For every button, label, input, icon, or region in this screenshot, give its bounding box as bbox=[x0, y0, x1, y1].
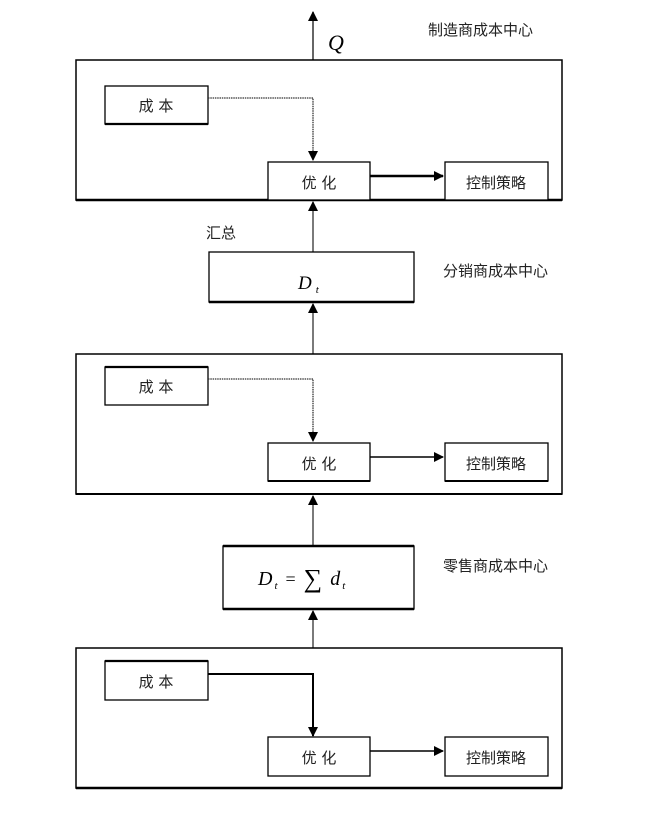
strategy-box: 控制策略 bbox=[444, 442, 549, 482]
retailer-center-label: 零售商成本中心 bbox=[443, 557, 548, 575]
retailer-cost-center: 成 本 优 化 控制策略 bbox=[75, 647, 563, 790]
svg-text:优 化: 优 化 bbox=[302, 174, 337, 192]
strategy-box: 控制策略 bbox=[444, 736, 549, 777]
svg-text:成 本: 成 本 bbox=[139, 378, 174, 396]
output-label-q: Q bbox=[328, 30, 344, 55]
manufacturer-cost-center: 成 本 优 化 控制策略 bbox=[75, 59, 563, 202]
cost-to-optimize-arrow bbox=[208, 673, 318, 737]
manufacturer-center-label: 制造商成本中心 bbox=[428, 21, 533, 39]
aggregate-label: 汇总 bbox=[206, 224, 236, 242]
optimize-box: 优 化 bbox=[267, 161, 371, 201]
svg-text:成 本: 成 本 bbox=[139, 97, 174, 115]
cost-to-optimize-arrow bbox=[208, 97, 318, 161]
optimize-box: 优 化 bbox=[267, 442, 371, 482]
distributor-center-label: 分销商成本中心 bbox=[443, 262, 548, 280]
svg-text:Dt: Dt bbox=[297, 273, 320, 296]
cost-box: 成 本 bbox=[104, 85, 209, 126]
svg-text:成 本: 成 本 bbox=[139, 673, 174, 691]
svg-text:Dt=∑dt: Dt=∑dt bbox=[257, 564, 346, 593]
cost-to-optimize-arrow bbox=[208, 378, 318, 442]
cost-box: 成 本 bbox=[104, 365, 209, 406]
svg-text:控制策略: 控制策略 bbox=[466, 455, 526, 473]
svg-text:控制策略: 控制策略 bbox=[466, 749, 526, 767]
strategy-box: 控制策略 bbox=[444, 161, 549, 201]
cost-box: 成 本 bbox=[104, 659, 209, 701]
optimize-box: 优 化 bbox=[267, 736, 371, 777]
svg-text:优 化: 优 化 bbox=[302, 749, 337, 767]
distributor-cost-center: 成 本 优 化 控制策略 bbox=[75, 353, 563, 495]
svg-text:控制策略: 控制策略 bbox=[466, 174, 526, 192]
svg-text:优 化: 优 化 bbox=[302, 455, 337, 473]
